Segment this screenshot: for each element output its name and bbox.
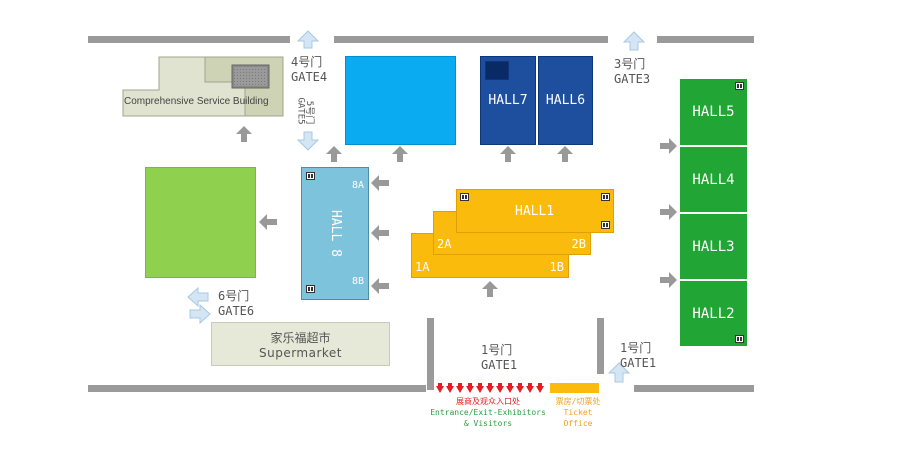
gate6-en: GATE6 bbox=[218, 304, 255, 318]
light-blue-building[interactable] bbox=[345, 56, 456, 145]
hall5-door-icon bbox=[735, 82, 744, 90]
hall8-label-8b: 8B bbox=[351, 276, 364, 287]
ticket-office-bar bbox=[550, 383, 599, 393]
gate1-right-cn: 1号门 bbox=[620, 341, 652, 355]
arrow-left-hall8-top bbox=[371, 175, 389, 191]
gate5-en-wrap: GATE5 bbox=[296, 97, 306, 124]
hall1-label-1b: 1B bbox=[549, 260, 564, 274]
hall6-label: HALL6 bbox=[545, 93, 586, 108]
road-top-left bbox=[88, 36, 290, 43]
hall1-door-icon-tr bbox=[601, 193, 610, 201]
hall8-door-icon-bottom bbox=[306, 285, 315, 293]
ticket-en: Ticket Office bbox=[563, 408, 593, 428]
gate5-cn: 5号门 bbox=[304, 100, 315, 125]
arrow-right-hall4 bbox=[660, 204, 677, 220]
hall1-label-2b: 2B bbox=[571, 237, 586, 251]
hall8[interactable]: 8A 8B HALL 8 bbox=[301, 167, 369, 300]
gate1-center-en: GATE1 bbox=[481, 358, 518, 372]
arrow-left-light-green bbox=[259, 214, 277, 230]
hall4[interactable]: HALL4 bbox=[679, 146, 748, 213]
arrow-up-light-blue-right bbox=[392, 146, 408, 162]
arrow-gate3 bbox=[622, 31, 646, 51]
gate4-label: 4号门 GATE4 bbox=[291, 55, 327, 85]
gate5-en: GATE5 bbox=[295, 97, 306, 125]
gate1-center-cn: 1号门 bbox=[481, 343, 513, 357]
arrow-left-hall8-mid bbox=[371, 225, 389, 241]
entrance-en1: Entrance/Exit-Exhibitors bbox=[430, 408, 546, 417]
hall3[interactable]: HALL3 bbox=[679, 213, 748, 280]
arrow-up-light-blue-left bbox=[326, 146, 342, 162]
arrow-gate6-left bbox=[187, 286, 209, 308]
gate5-label: 5号门 GATE5 bbox=[296, 92, 333, 132]
gate1-center-label: 1号门 GATE1 bbox=[481, 343, 517, 373]
hall8-label-8a: 8A bbox=[351, 180, 364, 191]
hall2-label: HALL2 bbox=[692, 305, 735, 322]
road-vertical-right bbox=[597, 318, 604, 374]
gate4-en: GATE4 bbox=[291, 70, 328, 84]
gate5-text: 5号门 bbox=[304, 101, 317, 124]
hall2-door-icon bbox=[735, 335, 744, 343]
light-green-building[interactable] bbox=[145, 167, 256, 278]
hall7[interactable]: HALL7 bbox=[480, 56, 536, 145]
gate4-cn: 4号门 bbox=[291, 55, 323, 69]
hall1-main[interactable]: HALL1 bbox=[456, 189, 614, 233]
gate3-cn: 3号门 bbox=[614, 57, 646, 71]
road-top-middle bbox=[334, 36, 608, 43]
arrow-up-hall6 bbox=[557, 146, 573, 162]
hall1-label-2a: 2A bbox=[437, 237, 452, 251]
hall1-label: HALL1 bbox=[515, 204, 555, 219]
hall1-door-icon-tl bbox=[460, 193, 469, 201]
hall5[interactable]: HALL5 bbox=[679, 78, 748, 146]
hall1-door-icon-br bbox=[601, 221, 610, 229]
arrow-gate6-right bbox=[189, 303, 211, 325]
entrance-legend: 展商及观众入口处 Entrance/Exit-Exhibitors & Visi… bbox=[424, 396, 552, 429]
arrow-right-hall3 bbox=[660, 272, 677, 288]
hall4-label: HALL4 bbox=[692, 171, 735, 188]
gate3-en: GATE3 bbox=[614, 72, 651, 86]
supermarket[interactable]: 家乐福超市 Supermarket bbox=[211, 322, 390, 366]
ticket-cn: 票房/切票处 bbox=[555, 397, 601, 406]
hall7-service-square bbox=[485, 61, 509, 80]
service-building-shape bbox=[122, 56, 284, 117]
arrow-up-hall1 bbox=[482, 281, 498, 297]
gate6-cn: 6号门 bbox=[218, 289, 250, 303]
road-vertical-left bbox=[427, 318, 434, 390]
entrance-cn: 展商及观众入口处 bbox=[456, 397, 520, 406]
supermarket-label-en: Supermarket bbox=[258, 346, 343, 360]
hall8-door-icon-top bbox=[306, 172, 315, 180]
arrow-gate5 bbox=[296, 131, 320, 151]
hall3-label: HALL3 bbox=[692, 238, 735, 255]
hall2[interactable]: HALL2 bbox=[679, 280, 748, 347]
hall5-label: HALL5 bbox=[692, 104, 735, 120]
road-bottom-left bbox=[88, 385, 426, 392]
gate1-right-label: 1号门 GATE1 bbox=[620, 341, 656, 371]
gate3-label: 3号门 GATE3 bbox=[614, 57, 650, 87]
hall8-vertical-text-wrapper: HALL 8 bbox=[301, 167, 369, 300]
hall8-vertical-label: HALL 8 bbox=[327, 210, 343, 257]
ticket-legend: 票房/切票处 Ticket Office bbox=[547, 396, 609, 429]
arrow-up-hall7 bbox=[500, 146, 516, 162]
arrow-right-hall5 bbox=[660, 138, 677, 154]
arrow-left-hall8-bottom bbox=[371, 278, 389, 294]
entrance-en2: & Visitors bbox=[463, 419, 513, 428]
service-building-label: Comprehensive Service Building bbox=[124, 96, 269, 107]
hall6[interactable]: HALL6 bbox=[538, 56, 593, 145]
hall1-label-1a: 1A bbox=[415, 260, 430, 274]
road-top-right bbox=[657, 36, 754, 43]
entrance-red-arrows bbox=[436, 383, 544, 393]
arrow-gate4 bbox=[296, 30, 320, 49]
gate6-label: 6号门 GATE6 bbox=[218, 289, 254, 319]
road-bottom-right bbox=[634, 385, 754, 392]
supermarket-label-cn: 家乐福超市 bbox=[270, 331, 331, 345]
gate1-right-en: GATE1 bbox=[620, 356, 657, 370]
hall7-label: HALL7 bbox=[488, 93, 528, 108]
